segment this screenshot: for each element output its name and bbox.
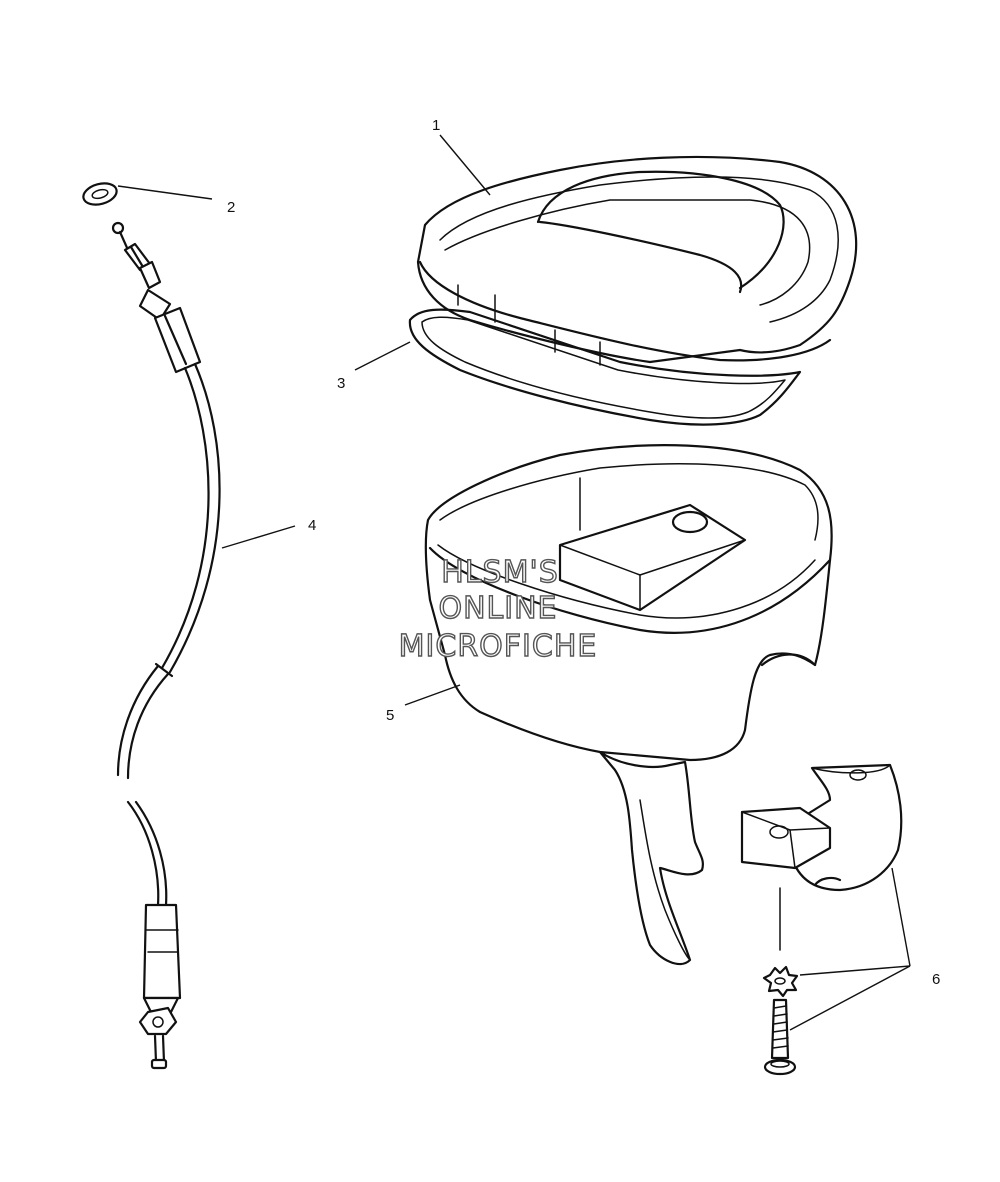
callout-5: 5 [386,707,394,724]
watermark-line-1: HLSM'S [441,555,559,590]
leader-2 [117,185,213,200]
leader-6b [799,965,911,976]
part-3-gasket [408,308,802,426]
part-5-housing [424,444,833,966]
callout-1: 1 [432,117,440,134]
leader-6a [891,867,911,967]
callout-3: 3 [337,375,345,392]
watermark: HLSM'S ONLINE MICROFICHE [398,554,598,664]
part-1-cover [416,155,858,366]
part-2-washer [82,182,118,206]
watermark-line-2: ONLINE [438,591,557,626]
leader-3 [354,341,411,371]
leader-1 [439,134,491,196]
leader-lines [117,134,911,1031]
leader-6c [789,965,911,1031]
leader-5 [404,684,461,706]
part-4-throttle-cable [111,221,221,1070]
part-6-clamp-hardware [740,763,903,1076]
leader-4 [221,525,296,549]
watermark-line-3: MICROFICHE [399,629,598,664]
callout-2: 2 [227,199,235,216]
callout-6: 6 [932,971,940,988]
callout-4: 4 [308,517,316,534]
